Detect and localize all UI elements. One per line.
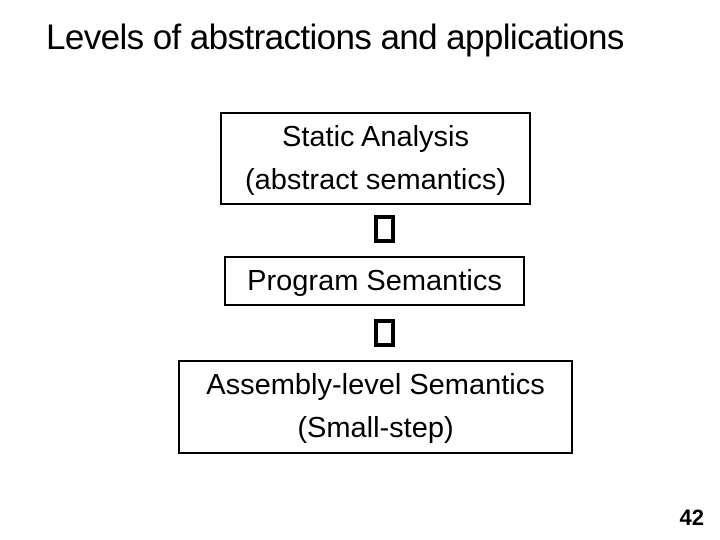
slide-title: Levels of abstractions and applications [46, 18, 624, 57]
box-text-line: Assembly-level Semantics [206, 369, 545, 401]
box-text-line: Program Semantics [247, 264, 502, 297]
diagram-box-program-semantics: Program Semantics [224, 256, 525, 306]
box-text-line: Static Analysis [282, 120, 469, 153]
box-text-line: (Small-step) [297, 412, 454, 444]
missing-glyph-square-icon [374, 319, 395, 347]
diagram-box-static-analysis: Static Analysis (abstract semantics) [220, 112, 531, 205]
page-number: 42 [679, 505, 704, 530]
diagram-box-assembly-level-semantics: Assembly-level Semantics (Small-step) [178, 360, 573, 454]
missing-glyph-square-icon [374, 215, 395, 243]
box-text-line: (abstract semantics) [244, 163, 507, 196]
